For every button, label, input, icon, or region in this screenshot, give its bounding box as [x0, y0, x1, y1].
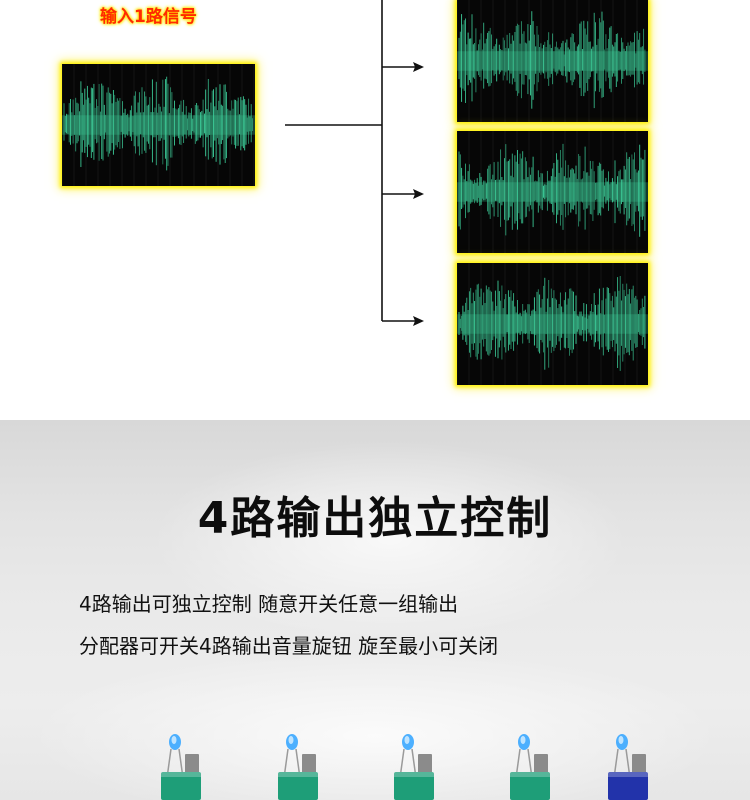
output-waveform-2	[457, 131, 648, 253]
arrow-head-3	[413, 316, 424, 326]
waveform-icon	[62, 64, 255, 186]
feature-section: 4路输出独立控制 4路输出可独立控制 随意开关任意一组输出 分配器可开关4路输出…	[0, 420, 750, 800]
potentiometer-3	[378, 720, 448, 800]
waveform-icon	[457, 131, 648, 253]
waveform-icon	[457, 263, 648, 385]
output-waveform-1	[457, 0, 648, 122]
input-waveform	[62, 64, 255, 186]
signal-split-diagram: 输入1路信号	[62, 0, 648, 385]
feature-headline: 4路输出独立控制	[197, 493, 553, 544]
split-connector	[285, 0, 424, 326]
feature-description-line-1: 4路输出可独立控制 随意开关任意一组输出	[79, 592, 459, 616]
potentiometer-4	[494, 720, 564, 800]
arrow-head-1	[413, 62, 424, 72]
waveform-icon	[457, 0, 648, 122]
potentiometer-5	[592, 720, 662, 800]
potentiometer-1	[145, 720, 215, 800]
input-signal-label: 输入1路信号	[100, 7, 197, 27]
arrow-head-2	[413, 189, 424, 199]
output-waveform-3	[457, 263, 648, 385]
feature-description-line-2: 分配器可开关4路输出音量旋钮 旋至最小可关闭	[79, 634, 499, 658]
potentiometer-2	[262, 720, 332, 800]
